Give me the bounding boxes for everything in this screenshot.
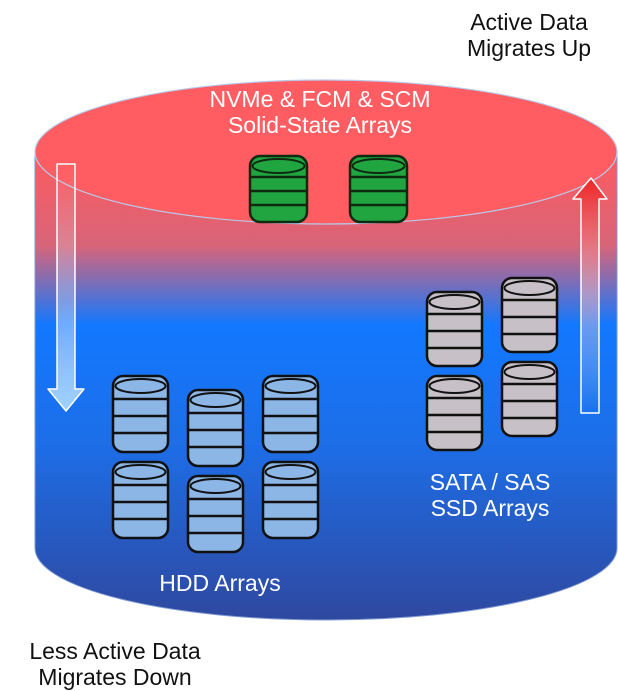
database-stack-icon — [500, 276, 559, 354]
database-stack-icon — [261, 374, 320, 454]
database-stack-icon — [111, 460, 170, 540]
database-stack-icon — [425, 290, 484, 368]
solid-state-line1: NVMe & FCM & SCM — [209, 86, 431, 112]
database-stack-icon — [248, 154, 309, 224]
arrow-down-icon — [47, 163, 85, 412]
ssd-disks — [425, 276, 559, 452]
hdd-label: HDD Arrays — [159, 570, 281, 596]
less-active-data-annotation: Less Active Data Migrates Down — [0, 638, 230, 691]
ssd-line2: SSD Arrays — [430, 494, 550, 521]
solid-state-disks — [248, 154, 409, 224]
ssd-tier-label: SATA / SAS SSD Arrays — [400, 469, 580, 522]
cylinder-body — [34, 151, 618, 621]
database-stack-icon — [186, 474, 245, 554]
database-stack-icon — [111, 374, 170, 454]
database-stack-icon — [425, 374, 484, 452]
arrow-up-icon — [572, 177, 608, 414]
hdd-disks — [111, 374, 320, 554]
active-data-line1: Active Data — [470, 9, 588, 35]
active-data-annotation: Active Data Migrates Up — [440, 9, 618, 62]
less-active-line1: Less Active Data — [29, 638, 201, 664]
less-active-line2: Migrates Down — [38, 663, 192, 690]
solid-state-line2: Solid-State Arrays — [227, 111, 413, 138]
cylinder-top-ellipse — [34, 79, 618, 225]
solid-state-tier-label: NVMe & FCM & SCM Solid-State Arrays — [150, 86, 490, 139]
hdd-tier-label: HDD Arrays — [120, 570, 320, 597]
database-stack-icon — [186, 388, 245, 468]
ssd-line1: SATA / SAS — [429, 469, 551, 495]
active-data-line2: Migrates Up — [467, 34, 591, 61]
database-stack-icon — [348, 154, 409, 224]
database-stack-icon — [261, 460, 320, 540]
database-stack-icon — [500, 360, 559, 438]
